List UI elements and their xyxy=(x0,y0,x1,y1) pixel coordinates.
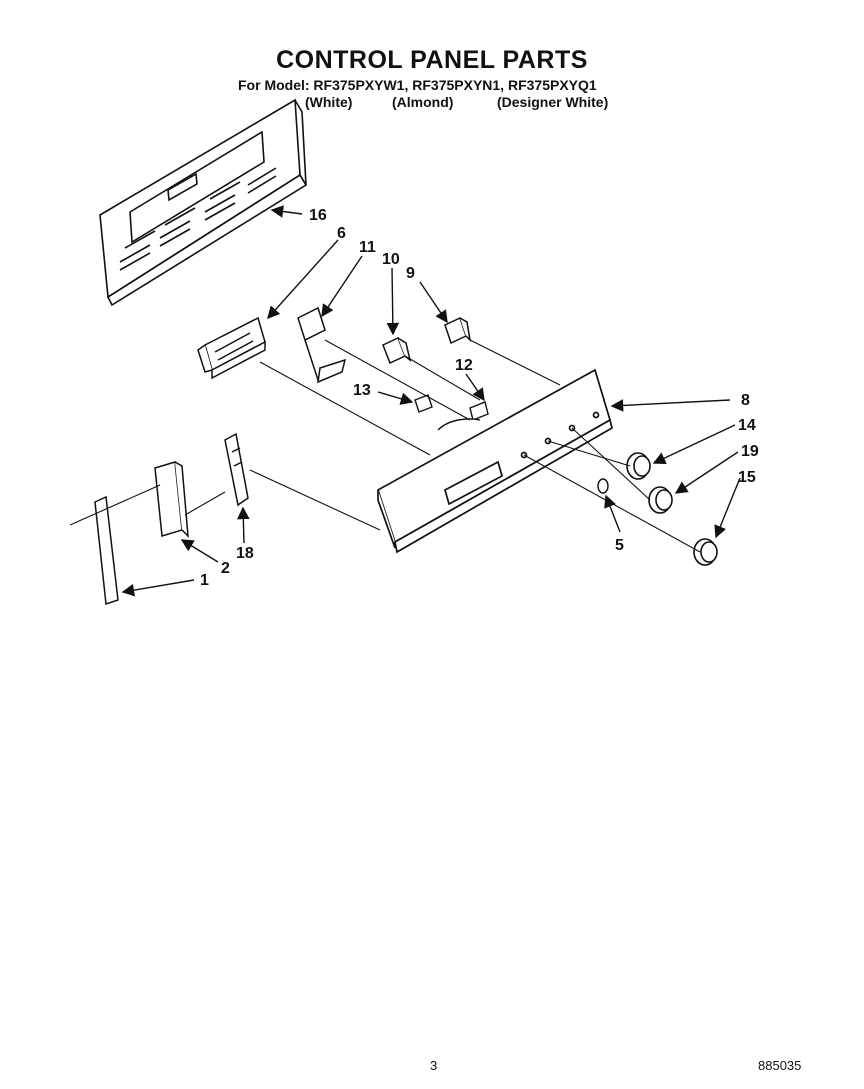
callout-15: 15 xyxy=(738,469,756,486)
end-cap-bracket xyxy=(154,461,189,538)
color-almond: (Almond) xyxy=(392,94,454,110)
callout-11: 11 xyxy=(359,239,376,256)
knob-19 xyxy=(648,486,673,514)
callout-12: 12 xyxy=(455,357,473,374)
switch-9 xyxy=(444,316,472,345)
callout-arrows xyxy=(121,205,741,597)
callout-14: 14 xyxy=(738,417,756,434)
callout-1: 1 xyxy=(200,572,209,589)
callout-13: 13 xyxy=(353,382,371,399)
knob-bushing xyxy=(597,478,609,494)
knob-14 xyxy=(626,452,651,480)
switch-10 xyxy=(382,336,412,365)
callout-16: 16 xyxy=(309,207,327,224)
rear-console-panel xyxy=(99,98,308,307)
wire-connector xyxy=(414,394,433,413)
callout-6: 6 xyxy=(337,225,346,242)
mounting-bracket xyxy=(224,432,249,507)
page-number: 3 xyxy=(430,1058,438,1073)
callout-9: 9 xyxy=(406,265,415,282)
model-list: For Model: RF375PXYW1, RF375PXYN1, RF375… xyxy=(238,77,597,93)
color-designer-white: (Designer White) xyxy=(497,94,609,110)
callout-19: 19 xyxy=(741,443,759,460)
callout-5: 5 xyxy=(615,537,624,554)
selector-switch xyxy=(297,306,347,384)
callout-2: 2 xyxy=(221,560,230,577)
knob-15 xyxy=(693,538,718,566)
end-cap xyxy=(94,495,119,606)
terminal-block xyxy=(437,401,489,431)
callout-10: 10 xyxy=(382,251,400,268)
document-number: 885035 xyxy=(758,1058,802,1073)
electronic-control xyxy=(197,316,266,380)
callout-18: 18 xyxy=(236,545,254,562)
page-title: CONTROL PANEL PARTS xyxy=(276,46,588,74)
color-white: (White) xyxy=(305,94,353,110)
control-panel xyxy=(376,368,613,554)
callout-8: 8 xyxy=(741,392,750,409)
